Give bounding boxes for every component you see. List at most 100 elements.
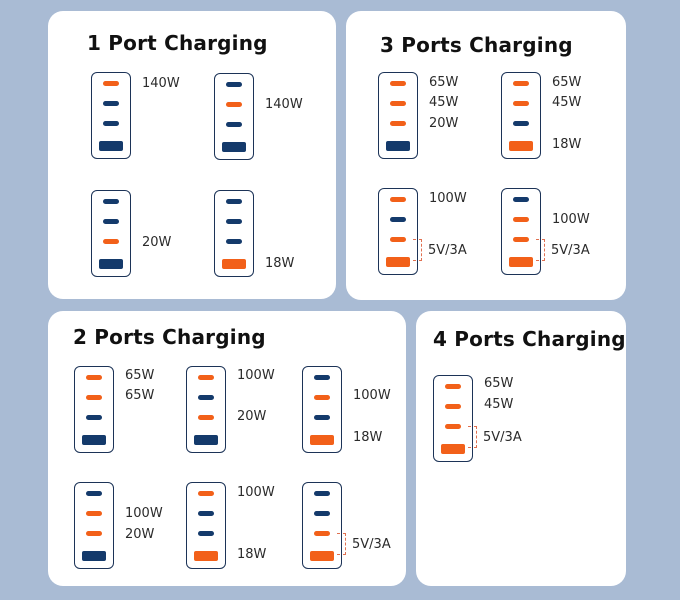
usb-c1-port-icon xyxy=(226,82,242,87)
charger-diagram xyxy=(214,73,254,160)
usb-c2-port-icon xyxy=(314,511,330,516)
usb-c3-port-active-icon xyxy=(86,531,102,536)
a-power-label: 18W xyxy=(552,137,582,152)
c1-power-label: 65W xyxy=(429,75,459,90)
c1-power-label: 140W xyxy=(142,76,180,91)
charger-diagram xyxy=(186,366,226,453)
usb-c3-port-active-icon xyxy=(198,415,214,420)
usb-a-port-active-icon xyxy=(310,551,334,561)
c1-power-label: 100W xyxy=(237,485,275,500)
charger-diagram xyxy=(433,375,473,462)
charger-diagram xyxy=(214,190,254,277)
c1-power-label: 65W xyxy=(552,75,582,90)
shared-power-bracket xyxy=(413,239,422,261)
usb-c1-port-active-icon xyxy=(390,197,406,202)
usb-c2-port-icon xyxy=(198,511,214,516)
shared-power-label: 5V/3A xyxy=(428,243,467,258)
c2-power-label: 140W xyxy=(265,97,303,112)
usb-a-port-active-icon xyxy=(509,257,533,267)
card-title: 1 Port Charging xyxy=(87,31,268,55)
card-4-ports-charging: 4 Ports Charging 65W 45W 5V/3A xyxy=(416,311,626,586)
usb-a-port-icon xyxy=(82,435,106,445)
usb-c1-port-icon xyxy=(513,197,529,202)
usb-c2-port-icon xyxy=(390,217,406,222)
shared-power-bracket xyxy=(468,426,477,448)
usb-c1-port-icon xyxy=(86,491,102,496)
usb-c1-port-icon xyxy=(314,491,330,496)
usb-c3-port-icon xyxy=(226,239,242,244)
usb-a-port-active-icon xyxy=(310,435,334,445)
c3-power-label: 20W xyxy=(429,116,459,131)
shared-power-label: 5V/3A xyxy=(483,430,522,445)
shared-power-label: 5V/3A xyxy=(352,537,391,552)
card-title: 2 Ports Charging xyxy=(73,325,266,349)
usb-c2-port-active-icon xyxy=(513,101,529,106)
charger-diagram xyxy=(302,366,342,453)
shared-power-bracket xyxy=(536,239,545,261)
usb-c3-port-icon xyxy=(86,415,102,420)
c2-power-label: 45W xyxy=(552,95,582,110)
usb-c2-port-active-icon xyxy=(513,217,529,222)
charger-diagram xyxy=(91,190,131,277)
shared-power-bracket xyxy=(337,533,346,555)
usb-c1-port-icon xyxy=(103,199,119,204)
usb-a-port-icon xyxy=(386,141,410,151)
c1-power-label: 65W xyxy=(484,376,514,391)
a-power-label: 18W xyxy=(265,256,295,271)
usb-a-port-active-icon xyxy=(222,259,246,269)
usb-a-port-icon xyxy=(99,259,123,269)
usb-c3-port-active-icon xyxy=(513,237,529,242)
c3-power-label: 20W xyxy=(125,527,155,542)
card-2-ports-charging: 2 Ports Charging 65W 65W 100W 20W 100W 1… xyxy=(48,311,406,586)
usb-c3-port-icon xyxy=(226,122,242,127)
usb-a-port-active-icon xyxy=(441,444,465,454)
usb-c2-port-icon xyxy=(103,101,119,106)
shared-power-label: 5V/3A xyxy=(551,243,590,258)
charger-diagram xyxy=(378,188,418,275)
charger-diagram xyxy=(501,188,541,275)
a-power-label: 18W xyxy=(237,547,267,562)
usb-a-port-active-icon xyxy=(194,551,218,561)
usb-c1-port-icon xyxy=(314,375,330,380)
usb-c2-port-icon xyxy=(103,219,119,224)
usb-c1-port-active-icon xyxy=(103,81,119,86)
usb-c1-port-active-icon xyxy=(513,81,529,86)
usb-c2-port-icon xyxy=(198,395,214,400)
usb-c2-port-active-icon xyxy=(226,102,242,107)
usb-c3-port-active-icon xyxy=(390,121,406,126)
usb-c3-port-active-icon xyxy=(390,237,406,242)
card-1-port-charging: 1 Port Charging 140W 140W 20W 18W xyxy=(48,11,336,299)
c2-power-label: 45W xyxy=(484,397,514,412)
charger-diagram xyxy=(186,482,226,569)
usb-c1-port-active-icon xyxy=(390,81,406,86)
card-title: 3 Ports Charging xyxy=(380,33,573,57)
c2-power-label: 65W xyxy=(125,388,155,403)
charger-diagram xyxy=(74,482,114,569)
card-3-ports-charging: 3 Ports Charging 65W 45W 20W 65W 45W 18W… xyxy=(346,11,626,300)
usb-c2-port-active-icon xyxy=(86,511,102,516)
usb-c2-port-active-icon xyxy=(86,395,102,400)
usb-a-port-icon xyxy=(194,435,218,445)
usb-c1-port-active-icon xyxy=(86,375,102,380)
usb-c3-port-active-icon xyxy=(103,239,119,244)
charger-diagram xyxy=(378,72,418,159)
usb-c1-port-active-icon xyxy=(198,375,214,380)
c3-power-label: 20W xyxy=(142,235,172,250)
c2-power-label: 45W xyxy=(429,95,459,110)
c1-power-label: 100W xyxy=(429,191,467,206)
charger-diagram xyxy=(91,72,131,159)
c3-power-label: 20W xyxy=(237,409,267,424)
usb-c3-port-icon xyxy=(513,121,529,126)
usb-c3-port-active-icon xyxy=(445,424,461,429)
c1-power-label: 100W xyxy=(237,368,275,383)
charger-diagram xyxy=(302,482,342,569)
charger-diagram xyxy=(74,366,114,453)
usb-c2-port-active-icon xyxy=(390,101,406,106)
c2-power-label: 100W xyxy=(552,212,590,227)
usb-c1-port-active-icon xyxy=(445,384,461,389)
usb-a-port-active-icon xyxy=(386,257,410,267)
usb-c3-port-icon xyxy=(103,121,119,126)
usb-a-port-icon xyxy=(82,551,106,561)
usb-c3-port-icon xyxy=(198,531,214,536)
c2-power-label: 100W xyxy=(353,388,391,403)
